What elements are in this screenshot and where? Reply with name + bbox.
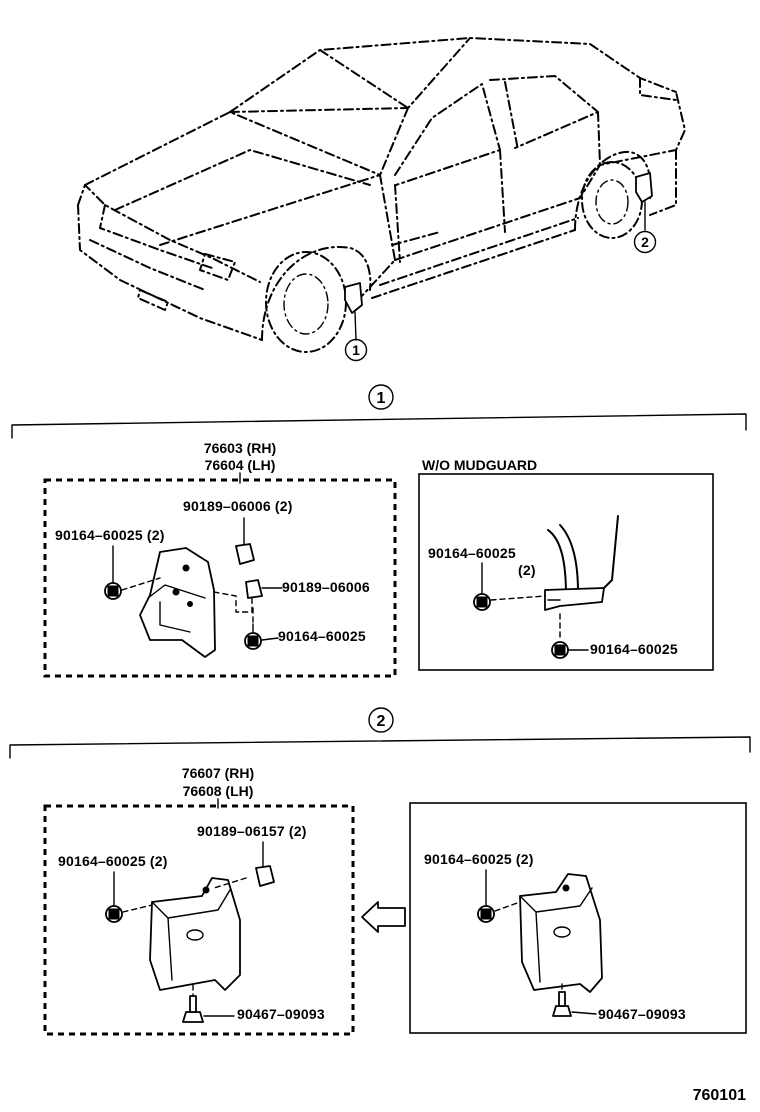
- screw-alt-90164-60025: [477, 869, 521, 923]
- section-2-marker-label: 2: [377, 713, 386, 730]
- screw-90467-09093: [182, 984, 235, 1023]
- clip-hidden-line: [213, 591, 253, 613]
- label-alt-90467-09093: 90467–09093: [598, 1006, 686, 1022]
- screw-wo-left: [473, 562, 546, 611]
- label-90164-60025-qty2: 90164–60025 (2): [55, 527, 165, 543]
- clip-90189-06006-right: [245, 579, 283, 599]
- fender-liner-bracket: [544, 515, 619, 611]
- section-1-marker-label: 1: [377, 390, 386, 407]
- screw-alt-90467-09093: [552, 983, 597, 1017]
- screw-90164-60025-bottom: [244, 607, 279, 650]
- callout-1: 1: [344, 338, 368, 362]
- mudguard-rear-alternate: [519, 873, 603, 993]
- car-illustration: [77, 37, 686, 353]
- part-76604-lh: 76604 (LH): [205, 457, 276, 473]
- label-wo-90164-60025: 90164–60025: [428, 545, 516, 561]
- label-90189-06006: 90189–06006: [282, 579, 370, 595]
- screw-wo-bottom: [551, 613, 589, 659]
- section-2-alternate-box: [409, 802, 747, 1034]
- part-76608-lh: 76608 (LH): [183, 783, 254, 799]
- section-1-mudguard-box: [43, 478, 397, 678]
- mudguard-rear: [149, 877, 241, 991]
- section-1-marker: 1: [368, 384, 394, 410]
- label-90189-06157-qty2: 90189–06157 (2): [197, 823, 307, 839]
- label-wo-90164-60025-bottom: 90164–60025: [590, 641, 678, 657]
- screw-90164-60025-left: [104, 545, 161, 600]
- wo-mudguard-box: [418, 473, 714, 671]
- callout-2-label: 2: [641, 234, 649, 250]
- label-s2-90164-60025-qty2: 90164–60025 (2): [58, 853, 168, 869]
- clip-90189-06157: [213, 841, 275, 889]
- part-76603-rh: 76603 (RH): [204, 440, 276, 456]
- label-wo-qty2: (2): [518, 562, 536, 578]
- section-2-bracket: [9, 736, 751, 759]
- label-90189-06006-qty2: 90189–06006 (2): [183, 498, 293, 514]
- part-76607-rh: 76607 (RH): [182, 765, 254, 781]
- label-90164-60025: 90164–60025: [278, 628, 366, 644]
- label-alt-90164-60025-qty2: 90164–60025 (2): [424, 851, 534, 867]
- section-2-marker: 2: [368, 707, 394, 733]
- figure-code: 760101: [693, 1087, 746, 1104]
- screw-s2-90164-60025: [105, 871, 153, 923]
- section-2-mudguard-box: [43, 804, 355, 1036]
- wo-mudguard-title: W/O MUDGUARD: [422, 457, 537, 473]
- section-1-bracket: [11, 413, 747, 439]
- callout-1-label: 1: [352, 342, 360, 358]
- clip-90189-06006-top: [235, 517, 255, 565]
- callout-2: 2: [633, 230, 657, 254]
- mudguard-front: [139, 547, 216, 658]
- label-90467-09093: 90467–09093: [237, 1006, 325, 1022]
- alternate-arrow: [361, 901, 406, 933]
